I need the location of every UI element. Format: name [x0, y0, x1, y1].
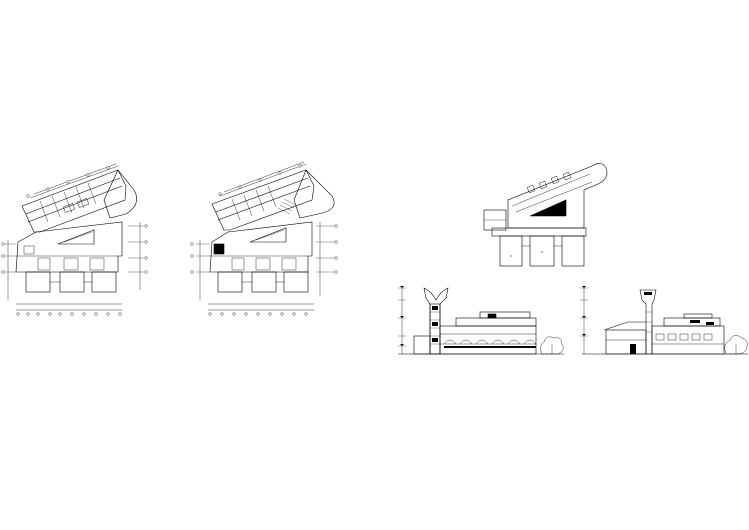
ground-floor-plan: [4, 163, 144, 311]
upper-floor-plan: [196, 161, 335, 311]
ground-plan-grid-markers: [1, 166, 148, 316]
front-elevation-fills: [432, 306, 536, 348]
side-elevation-level-markers: [582, 286, 586, 336]
side-elevation: [580, 286, 748, 355]
roof-plan-markers: [510, 251, 543, 257]
roof-plan: [483, 163, 608, 267]
front-elevation: [398, 286, 564, 355]
upper-plan-grid-markers: [190, 164, 338, 316]
side-elevation-fills: [630, 292, 714, 354]
front-elevation-level-markers: [400, 286, 404, 346]
